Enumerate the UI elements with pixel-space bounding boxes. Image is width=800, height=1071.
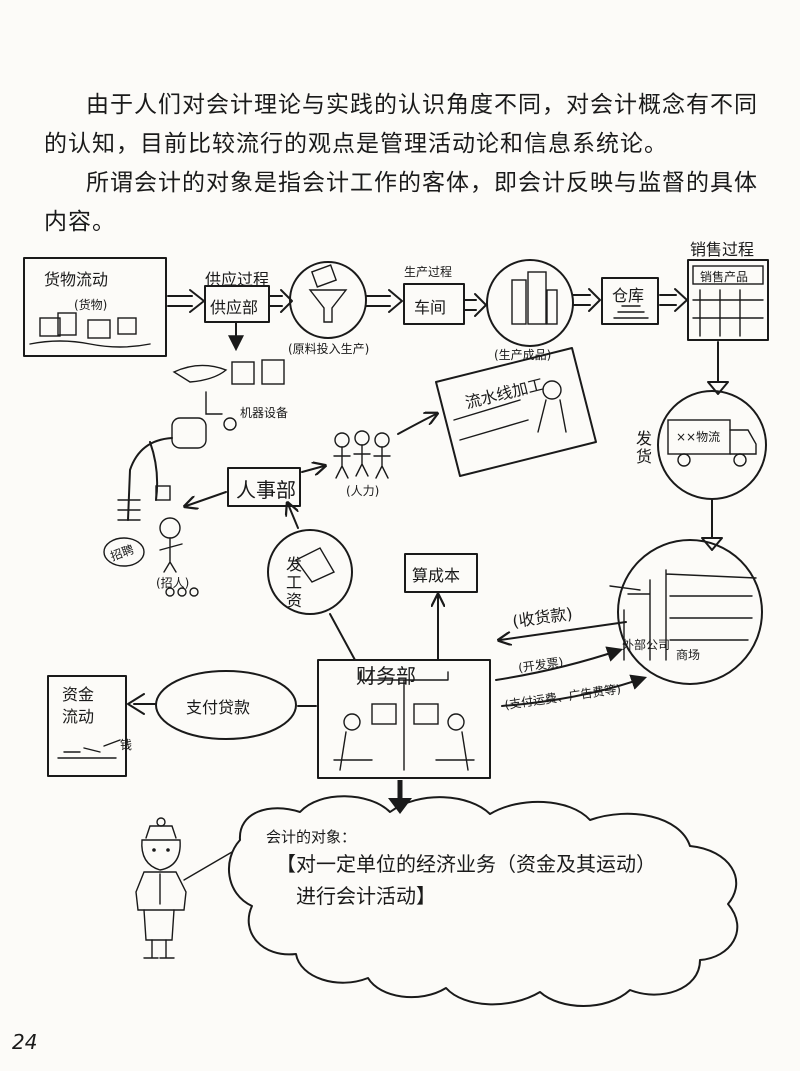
production-circle [486,259,574,347]
machine-equipment [117,359,285,521]
fund-flow-title: 资金流动 [62,685,95,726]
mall-circle [617,539,763,685]
finance-dept-box [317,659,491,779]
supply-process-label: 供应过程 [205,270,270,289]
hr-dept-label: 人事部 [236,478,296,502]
workshop-label: 车间 [414,298,447,317]
workshop-box [403,283,465,325]
recruit-figure [103,517,199,597]
recruit-label: (招人) [156,576,190,590]
conclusion-line-2: 进行会计活动】 [296,884,436,908]
finance-dept-label: 财务部 [356,664,416,688]
truck-circle [657,390,767,500]
sales-shelf-box [687,259,769,341]
wages-to-hr-arrow [288,504,299,529]
conclusion-line-1: 【对一定单位的经济业务（资金及其运动） [276,852,656,876]
labor-to-line-arrow [397,414,436,435]
hr-to-labor-arrow [301,466,324,472]
mall-label: 商场 [676,648,701,662]
fund-flow-coin: 钱 [120,738,133,752]
goods-flow-sub: (货物) [74,298,108,312]
fund-flow-box [47,675,127,777]
goods-flow-box [23,257,167,357]
company-label: 外部公司 [622,638,671,652]
wages-circle [267,529,353,615]
sales-process-label: 销售过程 [690,240,755,259]
hr-to-recruit-arrow [186,491,227,506]
labor-label: (人力) [346,484,380,498]
production-caption: (生产成品) [494,348,552,362]
truck-down-arrow [701,499,723,551]
receive-payment-arrow [500,621,627,640]
invoice-arrow [495,646,624,681]
teacher-figure [135,817,233,959]
truck-label: ××物流 [676,430,721,444]
conclusion-heading: 会计的对象： [266,828,357,846]
labor-people [333,430,391,479]
warehouse-box [601,277,659,325]
pay-goods-label: 支付贷款 [186,698,251,717]
hr-dept-box [227,467,301,507]
production-process-label: 生产过程 [404,265,453,279]
machine-label: 机器设备 [240,406,289,420]
supply-dept-label: 供应部 [210,298,259,317]
raw-material-circle [289,261,367,339]
sales-sign-label: 销售产品 [700,270,749,284]
sales-down-arrow [707,341,729,395]
supply-dept-box [204,285,270,323]
finance-to-wages-line [329,613,356,661]
shipping-label: 发货 [636,429,653,466]
assembly-line-box [435,347,597,477]
intro-paragraph-1: 由于人们对会计理论与实践的认识角度不同，对会计概念有不同的认知，目前比较流行的观… [44,92,758,157]
supply-caption: (原料投入生产) [288,342,370,356]
calc-cost-box [404,553,478,593]
goods-flow-title: 货物流动 [44,270,109,289]
calc-cost-label: 算成本 [412,566,461,585]
pay-wages-label: 发工资 [286,555,303,610]
top-flow-arrows [167,288,688,317]
conclusion-cloud [227,795,739,1007]
pay-fees-arrow [501,674,648,707]
pay-goods-arrow [127,693,157,715]
intro-paragraph-2: 所谓会计的对象是指会计工作的客体，即会计反映与监督的具体内容。 [44,170,758,235]
page-number: 24 [12,1030,38,1054]
warehouse-label: 仓库 [612,286,645,305]
